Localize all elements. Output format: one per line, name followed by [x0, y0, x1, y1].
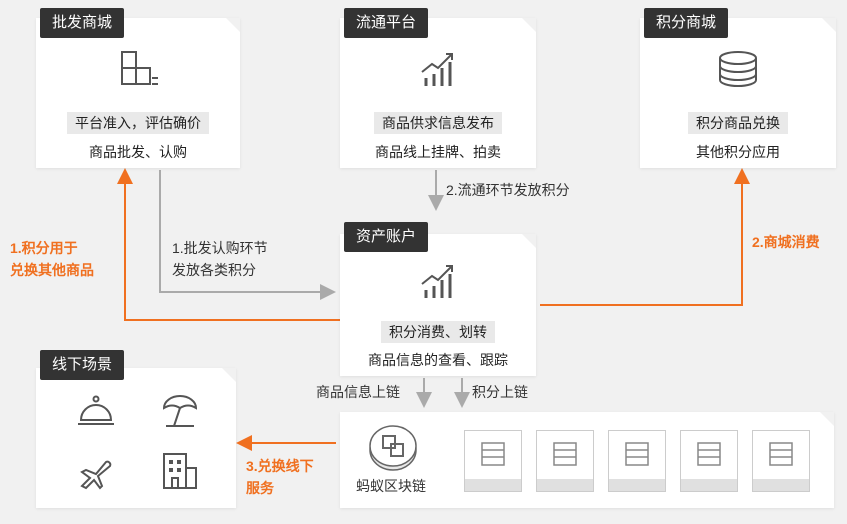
server-base: [465, 479, 521, 491]
asset-account-card: 积分消费、划转 商品信息的查看、跟踪: [340, 234, 536, 376]
card-fold: [522, 234, 536, 248]
card-fold: [820, 412, 834, 426]
flow-label-exchange-line2: 兑换其他商品: [10, 262, 94, 278]
blockchain-label: 蚂蚁区块链: [356, 478, 426, 494]
server-icon: [769, 442, 793, 466]
server-base: [681, 479, 737, 491]
flow-label-wholesale-line2: 发放各类积分: [172, 262, 256, 278]
airplane-icon: [80, 460, 112, 490]
flow-label-offline-line2: 服务: [246, 480, 274, 496]
hotel-building-icon: [163, 453, 197, 489]
circulation-card: 商品供求信息发布 商品线上挂牌、拍卖: [340, 18, 536, 168]
points-mall-line2: 其他积分应用: [696, 144, 780, 160]
wholesale-line1: 平台准入，评估确价: [36, 112, 240, 134]
server-base: [537, 479, 593, 491]
asset-account-line1: 积分消费、划转: [340, 321, 536, 343]
server-base: [609, 479, 665, 491]
server-base: [753, 479, 809, 491]
server-icon: [625, 442, 649, 466]
server-icon: [481, 442, 505, 466]
card-fold: [822, 18, 836, 32]
server-icon: [697, 442, 721, 466]
wholesale-card: 平台准入，评估确价 商品批发、认购: [36, 18, 240, 168]
arrow-account-to-mall: [540, 168, 750, 306]
wholesale-title: 批发商城: [40, 8, 125, 38]
offline-card: [36, 368, 236, 508]
beach-umbrella-icon: [162, 395, 198, 427]
card-fold: [522, 18, 536, 32]
flow-label-mall-consume: 2.商城消费: [752, 234, 820, 250]
flow-label-circulation-points: 2.流通环节发放积分: [446, 182, 570, 198]
points-mall-card: 积分商品兑换 其他积分应用: [640, 18, 836, 168]
arrow-wholesale-to-account: [159, 170, 336, 300]
flow-label-points-onchain: 积分上链: [472, 384, 528, 400]
flow-label-offline-line1: 3.兑换线下: [246, 458, 314, 474]
circulation-line1: 商品供求信息发布: [340, 112, 536, 134]
server-block: [752, 430, 810, 492]
offline-title: 线下场景: [40, 350, 125, 380]
server-block: [680, 430, 738, 492]
points-mall-title: 积分商城: [644, 8, 729, 38]
flow-label-wholesale-line1: 1.批发认购环节: [172, 240, 268, 256]
blockchain-node-icon: [369, 425, 417, 471]
server-block: [464, 430, 522, 492]
asset-account-line2: 商品信息的查看、跟踪: [368, 352, 508, 368]
server-block: [536, 430, 594, 492]
circulation-title: 流通平台: [344, 8, 429, 38]
wholesale-line2: 商品批发、认购: [89, 144, 187, 160]
asset-account-title: 资产账户: [344, 222, 429, 252]
flow-label-exchange-line1: 1.积分用于: [10, 240, 78, 256]
points-mall-line1: 积分商品兑换: [640, 112, 836, 134]
circulation-line2: 商品线上挂牌、拍卖: [375, 144, 501, 160]
cloche-icon: [78, 395, 114, 425]
growth-chart-icon: [421, 53, 453, 86]
card-fold: [226, 18, 240, 32]
arrow-account-to-wholesale: [117, 168, 340, 321]
card-fold: [222, 368, 236, 382]
flow-label-product-onchain: 商品信息上链: [316, 384, 400, 400]
coin-stack-icon: [719, 51, 757, 87]
blockchain-card: 蚂蚁区块链: [340, 412, 834, 508]
server-icon: [553, 442, 577, 466]
warehouse-icon: [121, 51, 158, 85]
server-block: [608, 430, 666, 492]
growth-chart-icon: [421, 265, 453, 298]
